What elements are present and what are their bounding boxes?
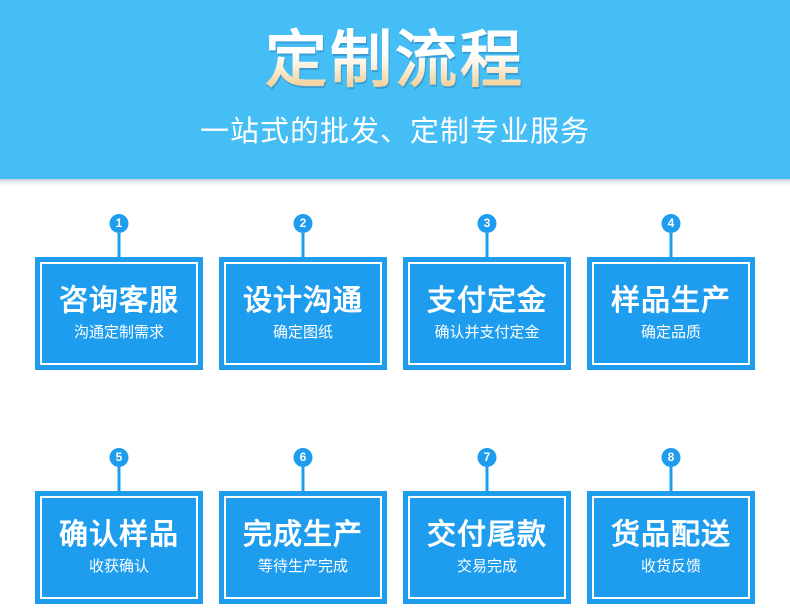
step-item-3[interactable]: 3 支付定金 确认并支付定金	[403, 214, 571, 370]
step-box[interactable]: 交付尾款 交易完成	[403, 491, 571, 604]
step-connector-line	[669, 467, 673, 491]
step-item-4[interactable]: 4 样品生产 确定品质	[587, 214, 755, 370]
step-description: 等待生产完成	[257, 558, 348, 575]
step-box-inner: 咨询客服 沟通定制需求	[40, 262, 198, 365]
step-box[interactable]: 完成生产 等待生产完成	[219, 491, 387, 604]
step-title: 咨询客服	[58, 285, 179, 317]
step-title: 确认样品	[58, 519, 179, 551]
step-item-7[interactable]: 7 交付尾款 交易完成	[403, 448, 571, 604]
step-description: 交易完成	[456, 558, 517, 575]
step-number-badge: 1	[109, 214, 129, 233]
step-item-2[interactable]: 2 设计沟通 确定图纸	[219, 214, 387, 370]
step-box[interactable]: 设计沟通 确定图纸	[219, 257, 387, 370]
step-connector-line	[485, 233, 489, 257]
step-title: 交付尾款	[426, 519, 547, 551]
step-connector-line	[669, 233, 673, 257]
step-connector-line	[117, 233, 121, 257]
step-title: 支付定金	[426, 285, 547, 317]
step-row-2: 5 确认样品 收获确认 6 完成生产 等待生产完成 7	[35, 448, 755, 604]
step-number-badge: 2	[293, 214, 313, 233]
step-description: 收获确认	[88, 558, 149, 575]
step-title: 货品配送	[610, 519, 731, 551]
step-box[interactable]: 样品生产 确定品质	[587, 257, 755, 370]
process-steps: 1 咨询客服 沟通定制需求 2 设计沟通 确定图纸 3	[35, 214, 755, 604]
step-box-inner: 支付定金 确认并支付定金	[408, 262, 566, 365]
step-description: 收货反馈	[640, 558, 701, 575]
step-connector-line	[117, 467, 121, 491]
step-title: 设计沟通	[242, 285, 363, 317]
page-subtitle: 一站式的批发、定制专业服务	[199, 116, 590, 148]
step-connector-line	[301, 467, 305, 491]
banner-shadow-divider	[0, 179, 790, 188]
step-description: 沟通定制需求	[73, 324, 164, 341]
step-box[interactable]: 货品配送 收货反馈	[587, 491, 755, 604]
step-box[interactable]: 咨询客服 沟通定制需求	[35, 257, 203, 370]
step-title: 样品生产	[610, 285, 731, 317]
header-banner: 定制流程 一站式的批发、定制专业服务	[0, 0, 790, 179]
step-number-badge: 7	[477, 448, 497, 467]
page-title: 定制流程	[0, 24, 790, 98]
step-item-5[interactable]: 5 确认样品 收获确认	[35, 448, 203, 604]
step-title: 完成生产	[242, 519, 363, 551]
step-number-badge: 4	[661, 214, 681, 233]
step-box-inner: 确认样品 收获确认	[40, 496, 198, 599]
step-box-inner: 货品配送 收货反馈	[592, 496, 750, 599]
step-number-badge: 8	[661, 448, 681, 467]
step-row-1: 1 咨询客服 沟通定制需求 2 设计沟通 确定图纸 3	[35, 214, 755, 370]
step-description: 确认并支付定金	[434, 324, 540, 341]
step-box-inner: 完成生产 等待生产完成	[224, 496, 382, 599]
step-box[interactable]: 支付定金 确认并支付定金	[403, 257, 571, 370]
step-connector-line	[301, 233, 305, 257]
step-box[interactable]: 确认样品 收获确认	[35, 491, 203, 604]
step-description: 确定图纸	[272, 324, 333, 341]
step-number-badge: 5	[109, 448, 129, 467]
step-item-6[interactable]: 6 完成生产 等待生产完成	[219, 448, 387, 604]
step-number-badge: 6	[293, 448, 313, 467]
step-connector-line	[485, 467, 489, 491]
step-box-inner: 样品生产 确定品质	[592, 262, 750, 365]
step-box-inner: 设计沟通 确定图纸	[224, 262, 382, 365]
step-item-8[interactable]: 8 货品配送 收货反馈	[587, 448, 755, 604]
step-item-1[interactable]: 1 咨询客服 沟通定制需求	[35, 214, 203, 370]
step-description: 确定品质	[640, 324, 701, 341]
step-number-badge: 3	[477, 214, 497, 233]
step-box-inner: 交付尾款 交易完成	[408, 496, 566, 599]
